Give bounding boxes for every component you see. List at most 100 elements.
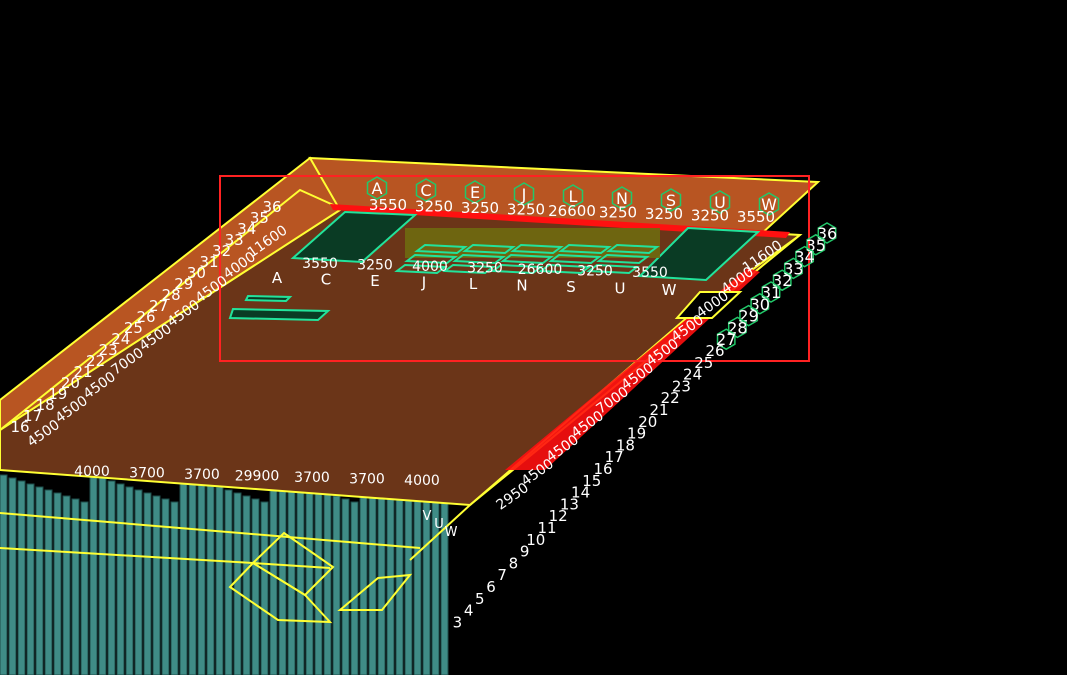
bottom-dim-2: 3700: [184, 467, 220, 483]
bottom-dim-3: 29900: [235, 469, 280, 485]
grid-bubble-icon: [660, 188, 682, 212]
column: [62, 495, 71, 675]
grid-bubble-top-2[interactable]: E: [464, 180, 486, 204]
core-walls[interactable]: [228, 210, 761, 322]
column: [107, 480, 116, 675]
right-number-12: 24: [683, 366, 702, 384]
top-dim-0: 3550: [369, 196, 407, 214]
lift-outline: [586, 263, 640, 275]
grid-bubble-top-0-text: A: [372, 179, 383, 198]
tower-columns: [0, 474, 449, 675]
column: [404, 489, 413, 675]
bracing-box-2: [228, 561, 333, 624]
top-dim-8: 3550: [737, 208, 775, 226]
left-number-19: 17: [23, 407, 42, 425]
column: [89, 474, 98, 675]
top-dim-1: 3250: [415, 198, 453, 216]
lift-outline: [500, 253, 554, 265]
column: [287, 480, 296, 675]
right-number-25: 11: [537, 519, 556, 537]
grid-bubble-top-4[interactable]: L: [562, 184, 584, 208]
grid-bubble-top-0[interactable]: A: [366, 176, 388, 200]
left-number-18: 18: [36, 396, 55, 414]
column: [341, 498, 350, 675]
right-number-10: 26: [705, 342, 724, 360]
top-dim-2: 3250: [461, 199, 499, 217]
grid-bubble-icon: [758, 192, 780, 216]
selection-box[interactable]: [219, 175, 810, 362]
grid-bubble-right-9[interactable]: 27: [716, 328, 736, 351]
right-number-28: 8: [509, 554, 519, 572]
core-center-block: [405, 228, 660, 258]
inner-dim-0: 3550: [302, 256, 338, 272]
column: [278, 477, 287, 675]
right-number-33: 3: [453, 613, 463, 631]
grid-bubble-icon: [415, 178, 437, 202]
lift-outline: [558, 243, 612, 255]
bottom-dim-4: 3700: [294, 470, 330, 486]
left-number-5: 31: [199, 253, 218, 271]
column: [242, 495, 251, 675]
column: [44, 489, 53, 675]
left-number-1: 35: [250, 209, 269, 227]
core-right: [637, 226, 761, 282]
lift-outline: [538, 263, 592, 275]
grid-bubble-top-6[interactable]: S: [660, 188, 682, 212]
left-number-15: 21: [73, 363, 92, 381]
inner-dim-2: 4000: [412, 259, 448, 275]
left-number-6: 30: [187, 264, 206, 282]
right-number-21: 15: [582, 472, 601, 490]
right-number-15: 21: [649, 401, 668, 419]
grid-bubble-top-8[interactable]: W: [758, 192, 780, 216]
slab-opening: [674, 291, 743, 319]
grid-bubble-top-8-text: W: [761, 195, 777, 214]
bottom-dim-6: 4000: [404, 473, 440, 489]
column: [332, 495, 341, 675]
right-number-31: 5: [475, 590, 485, 608]
lift-outline: [414, 243, 468, 255]
left-number-11: 25: [124, 319, 143, 337]
lift-outline: [452, 253, 506, 265]
inner-letter-0: A: [272, 269, 283, 287]
column: [80, 501, 89, 675]
column: [53, 492, 62, 675]
inner-letter-3: J: [421, 274, 426, 292]
left-number-2: 34: [237, 220, 256, 238]
right-number-24: 12: [549, 507, 568, 525]
column: [395, 486, 404, 675]
column: [35, 486, 44, 675]
grid-bubble-top-3[interactable]: J: [513, 182, 535, 206]
inner-letter-4: L: [469, 275, 478, 293]
grid-bubble-icon: [783, 257, 803, 280]
grid-bubble-top-7[interactable]: U: [709, 190, 731, 214]
left-number-14: 22: [86, 352, 105, 370]
grid-bubble-top-5[interactable]: N: [611, 186, 633, 210]
left-number-0: 36: [262, 198, 281, 216]
inner-letter-2: E: [370, 272, 379, 290]
grid-bubble-icon: [750, 292, 770, 315]
stair-outline-1: [244, 294, 293, 303]
right-number-16: 20: [638, 413, 657, 431]
inner-letter-8: W: [662, 281, 677, 299]
grid-bubble-icon: [817, 222, 837, 244]
column: [359, 474, 368, 675]
column: [215, 486, 224, 675]
column: [188, 477, 197, 675]
column: [305, 486, 314, 675]
lift-outline: [490, 263, 544, 275]
grid-bubble-top-1[interactable]: C: [415, 178, 437, 202]
top-dim-7: 3250: [691, 207, 729, 225]
lift-outline: [394, 263, 448, 275]
bottom-letter-0: V: [423, 509, 432, 524]
grid-bubble-icon: [513, 182, 535, 206]
lift-outline: [442, 263, 496, 275]
column: [125, 486, 134, 675]
stair-outline-2: [228, 307, 331, 322]
column: [161, 498, 170, 675]
slab-left-edge: [0, 188, 341, 431]
floor-slab[interactable]: [0, 156, 821, 561]
lift-outline: [548, 253, 602, 265]
inner-letter-6: S: [566, 278, 576, 296]
bottom-dim-1: 3700: [129, 466, 165, 482]
